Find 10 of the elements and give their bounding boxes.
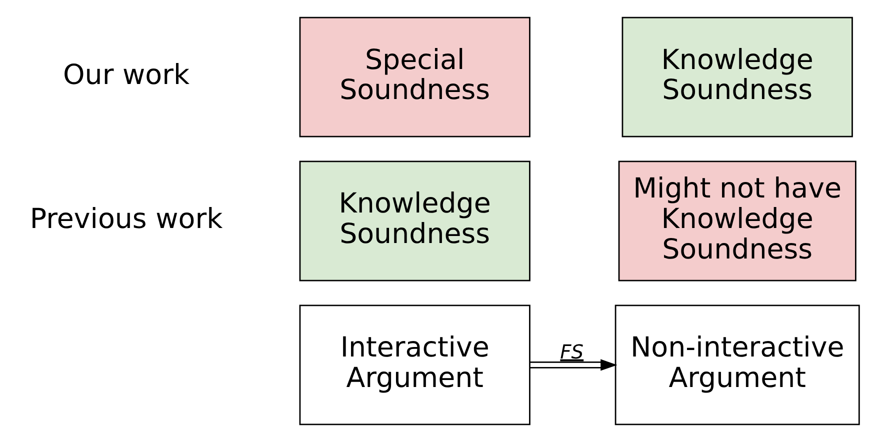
label: Previous work — [29, 202, 222, 235]
node-box: Interactive Argument — [298, 304, 530, 426]
label: Our work — [62, 58, 190, 91]
node-box: Non-interactive Argument — [614, 304, 860, 426]
edge-label: FS — [560, 340, 584, 364]
node-box: Knowledge Soundness — [621, 16, 852, 138]
node-box: Might not have Knowledge Soundness — [618, 160, 856, 282]
arrow — [529, 359, 617, 371]
node-box: Knowledge Soundness — [298, 160, 530, 282]
node-box: Special Soundness — [298, 16, 530, 138]
